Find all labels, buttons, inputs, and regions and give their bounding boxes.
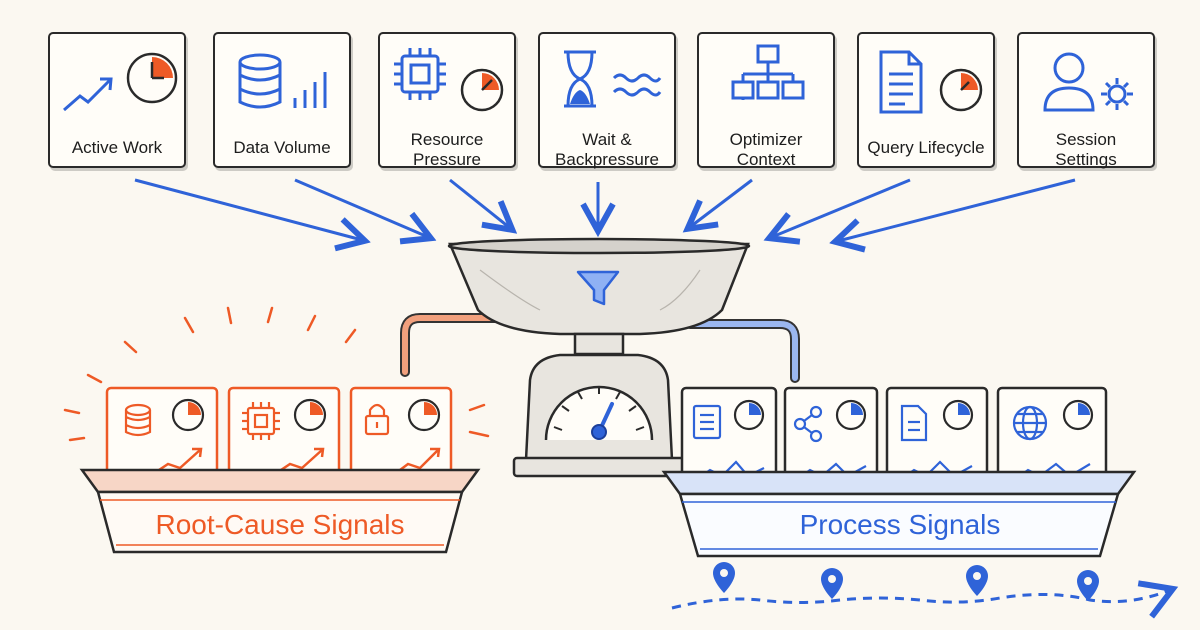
hourglass-with-waves-icon (564, 50, 662, 108)
category-card-query-lifecycle: Query Lifecycle (857, 32, 995, 168)
category-card-active-work: Active Work (48, 32, 186, 168)
arrow-query-lifecycle (772, 178, 911, 237)
category-card-wait-backpressure: Wait & Backpressure (538, 32, 676, 169)
left-pipe (400, 313, 505, 377)
category-label: Query Lifecycle (867, 138, 985, 157)
alert-burst (63, 306, 490, 442)
document-with-clock-icon (879, 50, 983, 114)
root-cause-tray (79, 386, 481, 554)
document-icon (900, 404, 928, 442)
root-cause-card-2 (227, 386, 341, 490)
category-label: Optimizer Context (729, 130, 803, 169)
cpu-chip-with-clock-icon (394, 48, 504, 112)
process-tray (661, 386, 1137, 558)
category-card-optimizer-context: Optimizer Context (697, 32, 835, 169)
trend-chart-with-clock-icon (63, 52, 178, 112)
arrow-optimizer (690, 178, 753, 227)
arrow-active-work (134, 178, 362, 240)
scale-body (512, 332, 686, 478)
right-pipe (685, 319, 800, 383)
database-with-bars-icon (238, 53, 327, 109)
arrow-data-volume (294, 178, 428, 237)
journey-path (671, 562, 1179, 619)
arrow-session (838, 178, 1076, 241)
category-label: Resource Pressure (410, 130, 484, 169)
process-signals-label: Process Signals (799, 509, 1001, 540)
category-label: Session Settings (1055, 130, 1117, 169)
arrow-resource-pressure (449, 178, 510, 228)
document-list-icon (692, 404, 722, 440)
category-label: Active Work (71, 138, 163, 157)
funnel-bowl (447, 237, 751, 336)
funnel-icon (576, 270, 620, 306)
cpu-chip-icon (242, 402, 280, 440)
root-cause-signals-label: Root-Cause Signals (155, 509, 405, 540)
lock-icon (364, 403, 390, 436)
category-card-data-volume: Data Volume (213, 32, 351, 168)
category-card-session-settings: Session Settings (1017, 32, 1155, 169)
user-with-gear-icon (1043, 52, 1133, 112)
category-label: Data Volume (233, 138, 331, 157)
hierarchy-tree-icon (731, 44, 805, 100)
share-nodes-icon (793, 405, 823, 443)
root-cause-card-1 (105, 386, 219, 490)
category-label: Wait & Backpressure (555, 130, 659, 169)
globe-icon (1012, 405, 1048, 441)
category-card-resource-pressure: Resource Pressure (378, 32, 516, 169)
flow-arrows (134, 178, 1076, 241)
location-pin-icons (713, 562, 1099, 601)
database-icon (124, 403, 152, 437)
process-card-3 (885, 386, 989, 490)
